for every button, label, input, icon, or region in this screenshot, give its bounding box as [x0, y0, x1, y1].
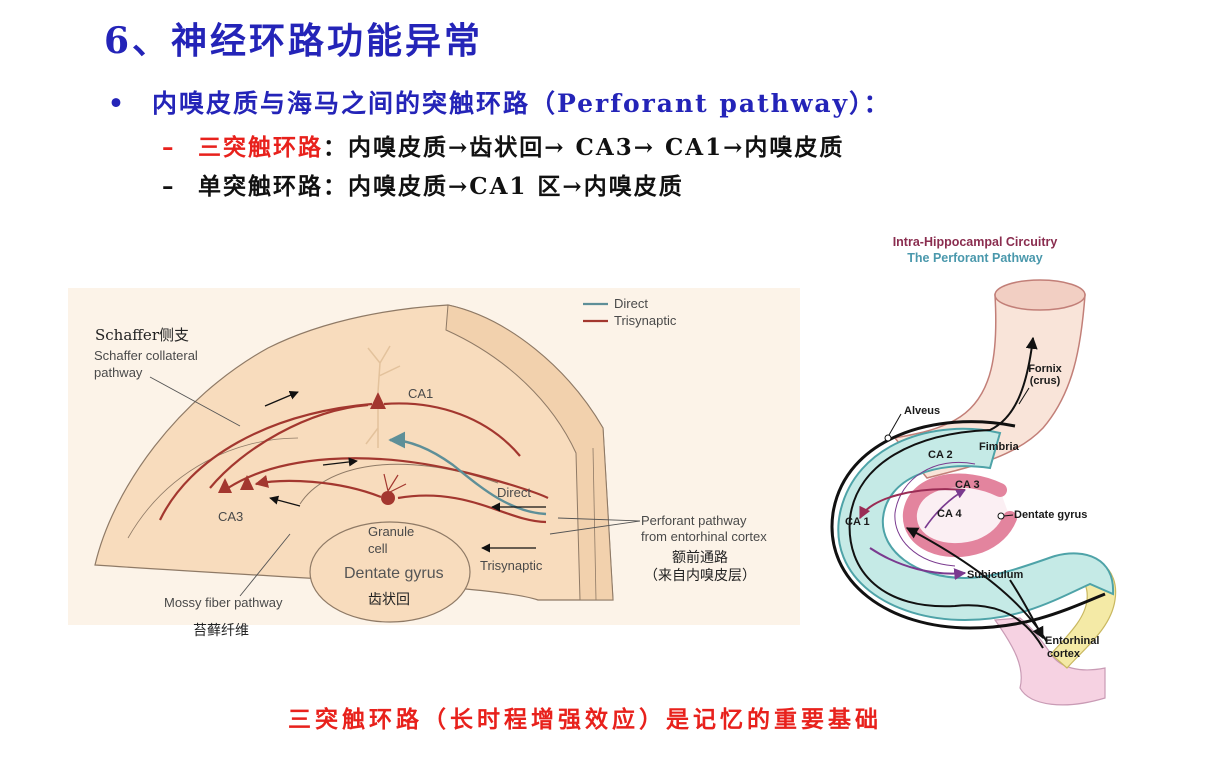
perforant-label-line2: from entorhinal cortex	[641, 529, 767, 544]
subiculum-to-entorhinal-arrow	[1009, 579, 1044, 640]
sub-item-text: 单突触环路：内嗅皮质→CA1 区→内嗅皮质	[198, 173, 684, 200]
hippocampus-ca-fields	[837, 427, 1115, 622]
perforant-cn-note: （来自内嗅皮层）	[644, 568, 756, 584]
main-bullet: • 内嗅皮质与海马之间的突触环路（Perforant pathway）：	[108, 84, 891, 120]
intra-hippocampal-circuitry-diagram: Intra-Hippocampal Circuitry The Perforan…	[830, 235, 1117, 706]
direct-label: Direct	[497, 485, 531, 500]
legend-direct-label: Direct	[614, 296, 648, 311]
ca-field-boundary	[127, 437, 299, 539]
perforant-to-fornix-arrow	[848, 336, 1044, 649]
trisynaptic-label: Trisynaptic	[480, 558, 543, 573]
perforant-trisynaptic-pathway	[397, 494, 547, 524]
fornix-opening	[994, 279, 1086, 311]
granule-cell-neuron	[381, 473, 407, 505]
sub-item-marker: –	[162, 173, 176, 200]
alveus-leader	[884, 413, 902, 442]
sub-item-highlight: 三突触环路	[198, 134, 323, 161]
ca3-axon-pathway	[227, 457, 549, 499]
ca3-pyramidal-neuron	[240, 475, 254, 490]
perforant-cn-label: 额前通路	[672, 549, 728, 566]
bullet-text: 内嗅皮质与海马之间的突触环路（Perforant pathway）：	[152, 89, 891, 118]
bullet-marker: •	[108, 89, 126, 118]
dentate-gyrus-leader	[997, 512, 1014, 520]
dentate-gyrus-label: Dentate gyrus	[1014, 509, 1087, 521]
flow-arrow	[322, 457, 358, 467]
ca4-label: CA 4	[937, 508, 963, 520]
ca3-label: CA 3	[955, 479, 980, 491]
entorhinal-region	[993, 617, 1106, 706]
ca2-label: CA 2	[928, 449, 953, 461]
subiculum-label: Subiculum	[967, 569, 1023, 581]
schaffer-cn-label: Schaffer侧支	[95, 326, 189, 344]
mossy-fiber-cn-label: 苔藓纤维	[193, 622, 249, 639]
ca3-field-outline	[894, 462, 976, 567]
sub-item-trisynaptic: –三突触环路：内嗅皮质→齿状回→ CA3→ CA1→内嗅皮质	[162, 128, 844, 162]
perforant-leader-line	[549, 517, 641, 535]
ca1-label: CA1	[408, 386, 433, 401]
dentate-gyrus-lobe	[309, 521, 471, 623]
alveus-label: Alveus	[904, 405, 940, 417]
trisynaptic-outer-pathway	[159, 402, 373, 521]
sub-item-monosynaptic: –单突触环路：内嗅皮质→CA1 区→内嗅皮质	[162, 167, 684, 201]
sub-item-text: ：内嗅皮质→齿状回→ CA3→ CA1→内嗅皮质	[323, 134, 845, 161]
ca1-pyramidal-neuron	[365, 345, 401, 448]
mossy-fiber-pathway	[254, 474, 382, 499]
right-diagram-subtitle: The Perforant Pathway	[907, 251, 1042, 265]
schaffer-collateral-pathway	[209, 403, 369, 489]
slide-title: 6、神经环路功能异常	[104, 20, 484, 62]
entorhinal-label-line2: cortex	[1047, 648, 1081, 660]
legend-trisynaptic-label: Trisynaptic	[614, 313, 677, 328]
perforant-to-dentate-arrow	[905, 527, 1048, 643]
mossy-leader-line	[239, 533, 291, 597]
granule-label-line2: cell	[368, 541, 388, 556]
right-diagram-title: Intra-Hippocampal Circuitry	[893, 235, 1058, 249]
granule-label-line1: Granule	[368, 524, 414, 539]
slide-footer-note: 三突触环路（长时程增强效应）是记忆的重要基础	[288, 706, 882, 733]
fornix-label-line2: (crus)	[1030, 375, 1061, 387]
perforant-label-line1: Perforant pathway	[641, 513, 747, 528]
sub-item-marker: –	[162, 134, 176, 161]
dentate-gyrus-label: Dentate gyrus	[344, 565, 444, 582]
ca3-label: CA3	[218, 509, 243, 524]
ca3-to-ca1-arrow	[859, 488, 966, 520]
fimbria-label: Fimbria	[979, 441, 1020, 453]
schaffer-label-line1: Schaffer collateral	[94, 348, 198, 363]
dentate-gyrus-cn-label: 齿状回	[368, 592, 410, 608]
ca1-output-pathway	[383, 402, 521, 457]
flow-arrow	[264, 391, 299, 407]
schaffer-label-line2: pathway	[94, 365, 143, 380]
ca1-to-subiculum-arrow	[869, 547, 967, 581]
mossy-fiber-label: Mossy fiber pathway	[164, 595, 283, 610]
hippocampus-end-edge	[592, 447, 597, 601]
flow-arrow	[269, 495, 301, 507]
fornix-label-line1: Fornix	[1028, 363, 1062, 375]
entorhinal-label-line1: Entorhinal	[1045, 635, 1099, 647]
ca1-label: CA 1	[845, 516, 870, 528]
schaffer-leader-line	[149, 376, 241, 427]
fornix-leader	[1018, 387, 1030, 405]
dentate-to-ca3-arrow	[924, 489, 966, 529]
ca3-pyramidal-neuron	[218, 478, 232, 493]
hippocampal-pathway-diagram: Direct Trisynaptic Schaffer侧支 Schaffer c…	[68, 288, 800, 639]
hippocampus-fold	[445, 304, 614, 601]
